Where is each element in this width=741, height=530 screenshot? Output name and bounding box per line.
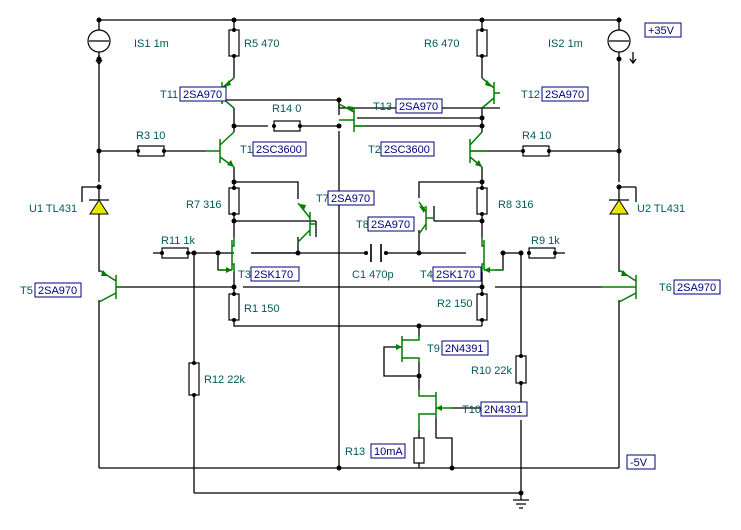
transistor-t13 xyxy=(338,103,365,132)
junctions xyxy=(96,17,622,496)
part-t2: 2SC3600 xyxy=(384,144,430,156)
resistor-r2 xyxy=(476,293,488,321)
supply-neg: -5V xyxy=(630,457,648,469)
transistor-t6 xyxy=(602,269,637,303)
ground-icon xyxy=(513,499,529,509)
resistor-r5 xyxy=(228,29,240,57)
supply-pos: +35V xyxy=(648,25,675,37)
label-t1: T1 xyxy=(240,144,253,156)
transistor-t7 xyxy=(297,202,316,243)
label-t12: T12 xyxy=(521,89,540,101)
resistor-r9 xyxy=(528,247,556,259)
part-t1: 2SC3600 xyxy=(256,144,302,156)
capacitor-c1 xyxy=(364,244,388,262)
part-boxes: 2SA970 2SA970 2SA970 2SC3600 2SC3600 2SA… xyxy=(34,22,721,470)
value-r13: 10mA xyxy=(374,446,403,458)
current-source-is2 xyxy=(607,29,637,65)
label-c1: C1 470p xyxy=(352,269,394,281)
part-t10: 2N4391 xyxy=(484,404,523,416)
label-r5: R5 470 xyxy=(244,38,279,50)
label-t2: T2 xyxy=(368,144,381,156)
part-t12: 2SA970 xyxy=(545,89,584,101)
label-t6: T6 xyxy=(659,282,672,294)
resistor-r14 xyxy=(273,120,301,132)
label-r3: R3 10 xyxy=(136,130,165,142)
transistor-t4 xyxy=(481,237,503,273)
resistor-r4 xyxy=(522,145,550,157)
transistor-t10 xyxy=(418,390,452,430)
part-t4: 2SK170 xyxy=(436,269,475,281)
label-t13: T13 xyxy=(373,101,392,113)
labels: IS1 1m IS2 1m R5 470 R6 470 R3 10 R4 10 … xyxy=(20,38,685,458)
resistor-r1 xyxy=(228,293,240,321)
reference-u2 xyxy=(609,187,629,222)
transistor-t9 xyxy=(396,336,420,362)
resistor-r7 xyxy=(228,187,240,215)
label-r6: R6 470 xyxy=(424,38,459,50)
label-t8: T8 xyxy=(356,219,369,231)
label-u2: U2 TL431 xyxy=(637,203,685,215)
transistor-t1 xyxy=(206,131,235,168)
part-t8: 2SA970 xyxy=(371,219,410,231)
label-r12: R12 22k xyxy=(204,374,245,386)
part-t13: 2SA970 xyxy=(399,101,438,113)
part-t9: 2N4391 xyxy=(445,343,484,355)
label-r10: R10 22k xyxy=(471,365,512,377)
transistor-t5 xyxy=(98,269,122,303)
transistor-t3 xyxy=(218,237,235,273)
transistor-t2 xyxy=(469,131,488,168)
resistor-r3 xyxy=(137,145,165,157)
label-u1: U1 TL431 xyxy=(29,203,77,215)
current-source-is1 xyxy=(87,29,111,66)
label-t11: T11 xyxy=(160,89,178,101)
part-t7: 2SA970 xyxy=(331,193,370,205)
label-t3: T3 xyxy=(238,269,251,281)
resistor-r13 xyxy=(413,437,425,464)
resistor-r10 xyxy=(515,355,527,384)
label-t4: T4 xyxy=(420,269,433,281)
label-t5: T5 xyxy=(20,285,33,297)
resistor-r12 xyxy=(188,362,200,396)
transistor-t12 xyxy=(481,77,500,109)
part-t11: 2SA970 xyxy=(183,89,222,101)
label-r9: R9 1k xyxy=(531,235,560,247)
label-r13: R13 xyxy=(345,446,365,458)
resistor-r11 xyxy=(161,247,189,259)
part-t6: 2SA970 xyxy=(677,282,716,294)
resistor-r6 xyxy=(476,29,488,57)
transistor-t8 xyxy=(418,201,434,235)
label-t9: T9 xyxy=(427,343,440,355)
reference-u1 xyxy=(89,187,109,222)
label-is1: IS1 1m xyxy=(134,38,169,50)
label-r4: R4 10 xyxy=(522,130,551,142)
part-t5: 2SA970 xyxy=(38,285,77,297)
part-t3: 2SK170 xyxy=(254,269,293,281)
resistor-r8 xyxy=(476,187,488,215)
label-r7: R7 316 xyxy=(186,199,221,211)
label-t7: T7 xyxy=(316,193,329,205)
label-is2: IS2 1m xyxy=(548,38,583,50)
label-r1: R1 150 xyxy=(244,303,279,315)
label-r11: R11 1k xyxy=(161,235,196,247)
label-r2: R2 150 xyxy=(437,298,472,310)
label-t10: T10 xyxy=(462,404,481,416)
label-r14: R14 0 xyxy=(272,103,301,115)
label-r8: R8 316 xyxy=(498,199,533,211)
